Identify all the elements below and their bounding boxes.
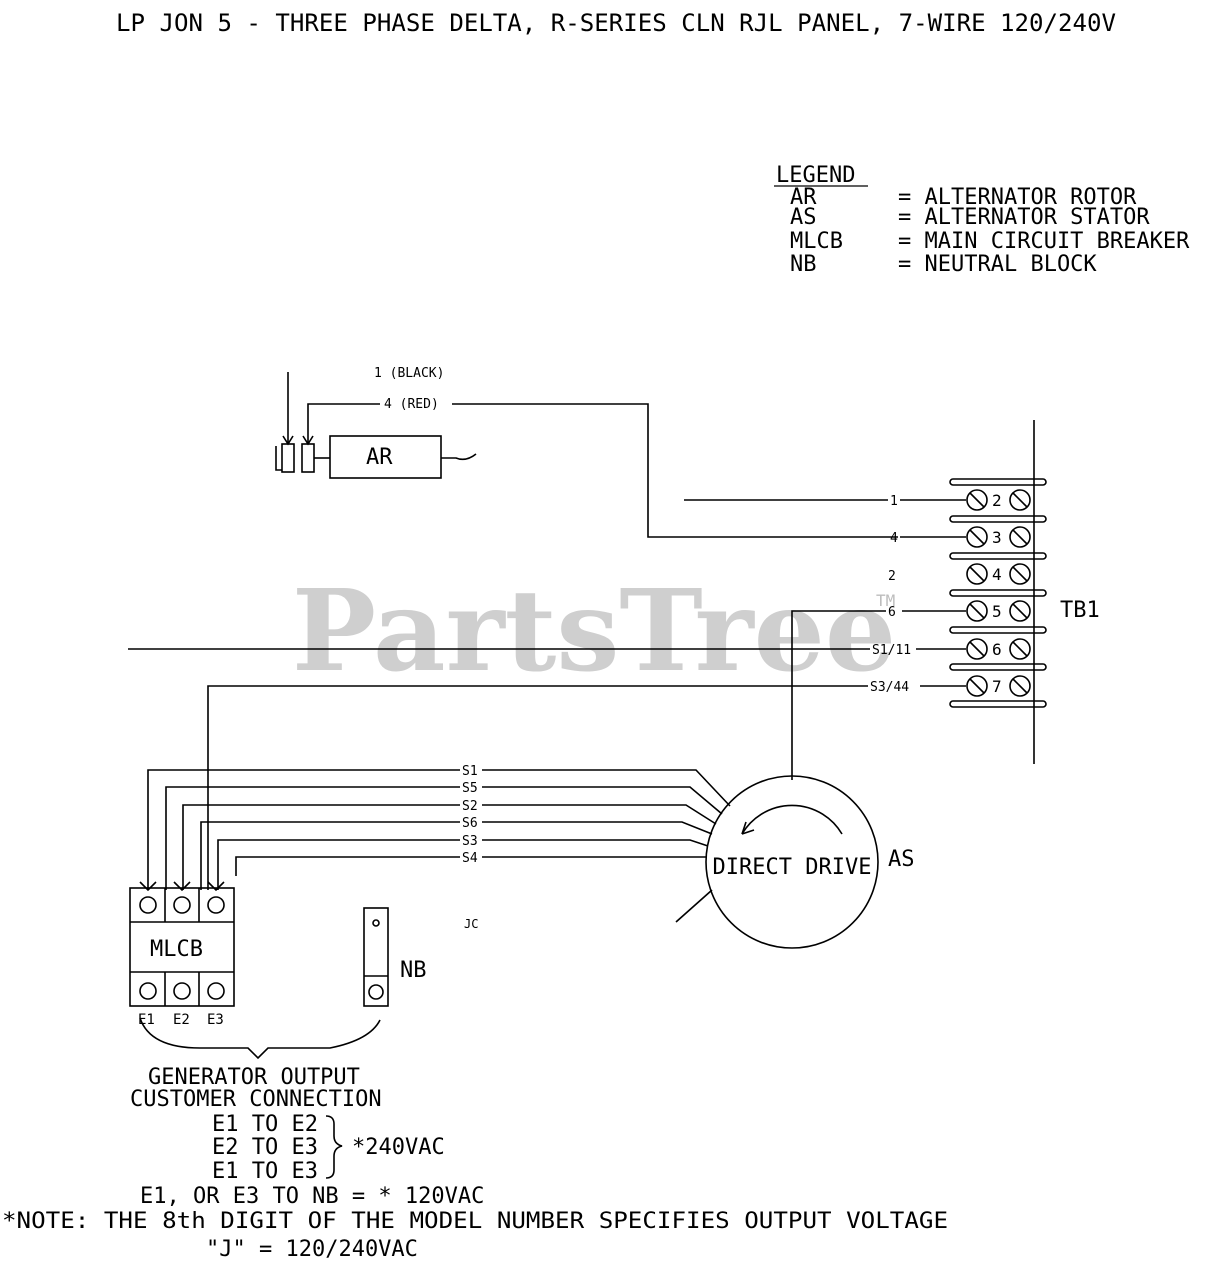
stator-center-text: DIRECT DRIVE: [713, 855, 872, 880]
legend-code-mlcb: MLCB: [790, 229, 843, 254]
tb1-terminal-5: 5: [966, 600, 1031, 622]
tb1-terminal-4: 4: [966, 563, 1031, 585]
tb1-separator: [949, 552, 1047, 560]
terminal-block-tb1: TB1 2 3 4 5 6 7: [870, 420, 1100, 764]
note-line-2: E2 TO E3: [212, 1135, 318, 1160]
neutral-block-label: NB: [400, 958, 427, 983]
tb1-terminal-number: 6: [992, 640, 1002, 659]
legend-desc-ar: = ALTERNATOR ROTOR: [898, 185, 1137, 210]
breaker-label: MLCB: [150, 937, 203, 962]
model-number-note-value: "J" = 120/240VAC: [206, 1237, 418, 1262]
tb1-terminal-number: 2: [992, 491, 1002, 510]
note-line-1: E1 TO E2: [212, 1112, 318, 1137]
diagram-title: LP JON 5 - THREE PHASE DELTA, R-SERIES C…: [116, 9, 1116, 37]
tb1-separator: [949, 478, 1047, 486]
note-line-2-value: *240VAC: [352, 1135, 445, 1160]
stator-lead-s5-label: S5: [462, 781, 478, 796]
tb1-wire-s3-44-label: S3/44: [870, 680, 909, 695]
output-title-2: CUSTOMER CONNECTION: [130, 1087, 382, 1112]
tb1-label: TB1: [1060, 598, 1100, 623]
legend: LEGEND AR = ALTERNATOR ROTOR AS = ALTERN…: [774, 163, 1190, 277]
tb1-separator: [949, 663, 1047, 671]
model-number-note: *NOTE: THE 8th DIGIT OF THE MODEL NUMBER…: [2, 1209, 948, 1234]
output-title-1: GENERATOR OUTPUT: [148, 1065, 360, 1090]
tb1-wire-s1-11-label: S1/11: [872, 643, 911, 658]
alternator-stator: DIRECT DRIVE AS: [675, 775, 915, 949]
main-circuit-breaker: MLCB E1 E2 E3: [129, 881, 235, 1028]
legend-desc-mlcb: = MAIN CIRCUIT BREAKER: [898, 229, 1190, 254]
legend-desc-as: = ALTERNATOR STATOR: [898, 205, 1150, 230]
stator-lead-s4-label: S4: [462, 851, 478, 866]
stator-label: AS: [888, 847, 915, 872]
tb1-terminal-number: 3: [992, 528, 1002, 547]
tb1-separator: [949, 626, 1047, 634]
tb1-separator: [949, 589, 1047, 597]
tb1-separator: [949, 700, 1047, 708]
stator-lead-s6-label: S6: [462, 816, 478, 831]
tb1-wire-6-label: 6: [888, 605, 896, 620]
breaker-output-e2: E2: [173, 1012, 190, 1028]
output-notes: GENERATOR OUTPUT CUSTOMER CONNECTION E1 …: [2, 1065, 948, 1262]
tb1-terminal-3: 3: [966, 526, 1031, 548]
note-line-3: E1 TO E3: [212, 1159, 318, 1184]
stray-mark: JC: [464, 917, 478, 931]
tb1-wire-4-label: 4: [890, 531, 898, 546]
legend-code-ar: AR: [790, 185, 817, 210]
stator-lead-s1-label: S1: [462, 764, 478, 779]
tb1-separator: [949, 515, 1047, 523]
rotor-wire-red-label: 4 (RED): [384, 397, 439, 412]
tb1-terminal-6: 6: [966, 638, 1031, 660]
tb1-terminal-2: 2: [966, 489, 1031, 511]
watermark: PartsTree: [292, 566, 896, 697]
stator-lead-s2-label: S2: [462, 799, 478, 814]
breaker-output-e3: E3: [207, 1012, 224, 1028]
neutral-block: NB: [363, 907, 427, 1007]
stator-lead-s3-label: S3: [462, 834, 478, 849]
rotor-label: AR: [366, 445, 393, 470]
legend-desc-nb: = NEUTRAL BLOCK: [898, 252, 1097, 277]
tb1-terminal-number: 7: [992, 677, 1002, 696]
tb1-wire-2-label: 2: [888, 569, 896, 584]
legend-code-as: AS: [790, 205, 817, 230]
legend-heading: LEGEND: [776, 163, 855, 188]
tb1-terminal-number: 4: [992, 565, 1002, 584]
alternator-rotor: 1 (BLACK) 4 (RED) AR: [275, 366, 898, 538]
note-line-4: E1, OR E3 TO NB = * 120VAC: [140, 1184, 484, 1209]
output-brace: [139, 1017, 381, 1060]
tb1-terminal-7: 7: [966, 675, 1031, 697]
tb1-wire-1-label: 1: [890, 494, 898, 509]
stator-leads: S1 S5 S2 S6 S3 S4: [147, 764, 731, 890]
rotor-wire-black-label: 1 (BLACK): [374, 366, 444, 381]
watermark-tm: TM: [876, 591, 895, 610]
legend-code-nb: NB: [790, 252, 817, 277]
tb1-terminal-number: 5: [992, 602, 1002, 621]
